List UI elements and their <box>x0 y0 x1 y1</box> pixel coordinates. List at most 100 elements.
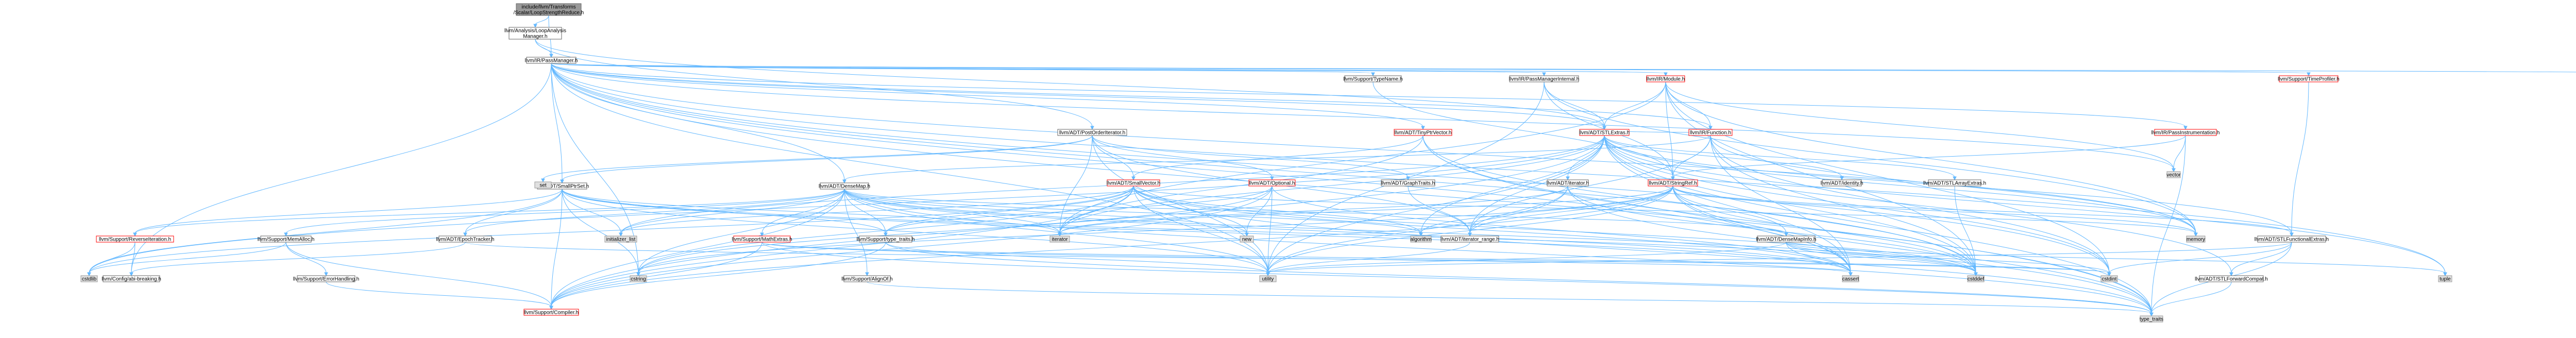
edge-lam-to-postorder <box>535 39 1094 130</box>
node-timeprof[interactable]: llvm/Support/TimeProfiler.h <box>2278 75 2340 82</box>
edge-tinyptrvec-to-smallvector <box>1131 135 1423 181</box>
edge-pm-to-stlextras <box>551 63 1606 130</box>
node-label: llvm/IR/PassManagerInternal.h <box>1509 77 1580 82</box>
node-stringref[interactable]: llvm/ADT/StringRef.h <box>1648 179 1698 187</box>
edge-pmi-to-stlextras <box>1544 81 1606 130</box>
node-irmodule[interactable]: llvm/IR/Module.h <box>1646 75 1685 82</box>
node-box <box>1049 235 1070 243</box>
edge-densemapinfo-to-cassert <box>1786 242 1853 277</box>
node-postorder[interactable]: llvm/ADT/PostOrderIterator.h <box>1057 129 1127 136</box>
node-densemapinfo[interactable]: llvm/ADT/DenseMapInfo.h <box>1756 235 1817 243</box>
node-pmi[interactable]: llvm/IR/PassManagerInternal.h <box>1509 75 1580 82</box>
node-passinst[interactable]: llvm/IR/PassInstrumentation.h <box>2151 129 2220 136</box>
edge-irmodule-to-stlextras <box>1602 81 1666 130</box>
node-smallvector[interactable]: llvm/ADT/SmallVector.h <box>1107 179 1160 187</box>
node-adtiterator[interactable]: llvm/ADT/iterator.h <box>1547 179 1589 187</box>
edge-typetraits-to-utility <box>885 242 1270 277</box>
edge-irmodule-to-vector <box>1665 81 2176 173</box>
node-box <box>1057 129 1127 136</box>
node-typename[interactable]: llvm/Support/TypeName.h <box>1343 75 1403 82</box>
node-tinyptrvec[interactable]: llvm/ADT/TinyPtrVector.h <box>1394 129 1452 136</box>
node-box <box>820 182 869 190</box>
node-label: type_traits <box>2140 317 2163 323</box>
node-graphtraits[interactable]: llvm/ADT/GraphTraits.h <box>1381 179 1435 187</box>
node-stlfwdcompat[interactable]: llvm/ADT/STLForwardCompat.h <box>2195 275 2268 282</box>
node-label: cstdlib <box>82 277 97 282</box>
edge-pm-to-tuple <box>551 63 2447 277</box>
node-box <box>1248 179 1296 187</box>
node-label: llvm/Support/Compiler.h <box>524 310 579 316</box>
node-epoch[interactable]: llvm/ADT/EpochTracker.h <box>436 235 495 243</box>
edge-memalloc-to-cstdlib <box>87 242 286 277</box>
edge-densemap-to-compiler <box>549 189 845 310</box>
edges <box>87 15 2576 317</box>
edge-pm-to-timeprof <box>551 63 2311 77</box>
node-label: cstddef <box>1968 277 1984 282</box>
node-stlfuncext[interactable]: llvm/ADT/STLFunctionalExtras.h <box>2255 235 2329 243</box>
edge-typename-to-stringref <box>1372 81 1675 181</box>
node-box <box>526 57 577 64</box>
node-irfunction[interactable]: llvm/IR/Function.h <box>1688 129 1733 136</box>
edge-pm-to-irfunction <box>551 63 1713 130</box>
node-box <box>859 235 912 243</box>
node-typetraitsstd: type_traits <box>2140 315 2163 323</box>
node-label: llvm/ADT/PostOrderIterator.h <box>1059 130 1125 136</box>
node-compiler[interactable]: llvm/Support/Compiler.h <box>523 309 579 316</box>
node-stlarrayext[interactable]: llvm/ADT/STLArrayExtras.h <box>1923 179 1986 187</box>
node-label: cstring <box>631 277 646 282</box>
edge-pm-to-memory <box>551 63 2198 237</box>
node-label: llvm/Analysis/LoopAnalysis <box>504 28 566 34</box>
node-cfgbreaking[interactable]: llvm/Config/abi-breaking.h <box>101 275 161 282</box>
node-box <box>2438 275 2452 282</box>
node-label: llvm/Support/AlignOf.h <box>841 277 893 282</box>
edge-smallptrset-to-cstdlib <box>87 189 563 277</box>
node-iterrange[interactable]: llvm/ADT/iterator_range.h <box>1440 235 1499 243</box>
node-label: llvm/ADT/StringRef.h <box>1649 181 1697 187</box>
node-label: set <box>539 183 547 189</box>
edge-stlextras-to-stlarrayext <box>1604 135 1957 181</box>
node-box <box>80 275 98 282</box>
node-box <box>1344 75 1402 82</box>
node-identity[interactable]: llvm/ADT/identity.h <box>1821 179 1863 187</box>
node-label: llvm/Support/ReverseIteration.h <box>99 237 171 243</box>
edge-irfunction-to-densemap <box>842 135 1711 184</box>
node-box <box>604 235 637 243</box>
edge-passinst-to-typetraitsstd <box>2149 135 2186 317</box>
node-revit[interactable]: llvm/Support/ReverseIteration.h <box>96 235 174 243</box>
node-box <box>2279 75 2338 82</box>
edge-timeprof-to-stlfuncext <box>2290 81 2309 237</box>
edge-smallptrset-to-epoch <box>463 189 563 237</box>
node-label: llvm/Support/ErrorHandling.h <box>293 277 359 282</box>
node-label: memory <box>2187 237 2205 243</box>
node-stlextras[interactable]: llvm/ADT/STLExtras.h <box>1579 129 1630 136</box>
node-box <box>1822 179 1862 187</box>
node-label: llvm/ADT/STLArrayExtras.h <box>1923 181 1986 187</box>
node-pm[interactable]: llvm/IR/PassManager.h <box>525 57 578 64</box>
node-memalloc[interactable]: llvm/Support/MemAlloc.h <box>258 235 315 243</box>
node-label: llvm/ADT/STLForwardCompat.h <box>2195 277 2268 282</box>
node-box <box>1646 75 1685 82</box>
node-label: algorithm <box>1410 237 1431 243</box>
node-label: llvm/IR/PassManager.h <box>525 58 578 64</box>
node-box <box>509 27 562 40</box>
node-densemap[interactable]: llvm/ADT/DenseMap.h <box>819 182 870 190</box>
edge-stlfuncext-to-cstdint <box>2107 242 2292 277</box>
edge-optional-to-typetraits <box>884 185 1273 237</box>
node-box <box>2186 235 2206 243</box>
node-box <box>2100 275 2118 282</box>
node-errhandling[interactable]: llvm/Support/ErrorHandling.h <box>293 275 359 282</box>
node-alignof[interactable]: llvm/Support/AlignOf.h <box>841 275 893 282</box>
node-box <box>1394 129 1452 136</box>
node-box <box>297 275 355 282</box>
edge-adtiterator-to-iterrange <box>1468 185 1568 237</box>
node-label: utility <box>1262 277 1274 282</box>
node-cstdint: cstdint <box>2100 275 2118 282</box>
node-box <box>1509 75 1579 82</box>
node-box <box>103 275 160 282</box>
node-cstddef: cstddef <box>1967 275 1985 282</box>
node-optional[interactable]: llvm/ADT/Optional.h <box>1248 179 1296 187</box>
node-mathextras[interactable]: llvm/Support/MathExtras.h <box>732 235 792 243</box>
node-typetraits[interactable]: llvm/Support/type_traits.h <box>857 235 915 243</box>
node-initlist: initializer_list <box>604 235 637 243</box>
